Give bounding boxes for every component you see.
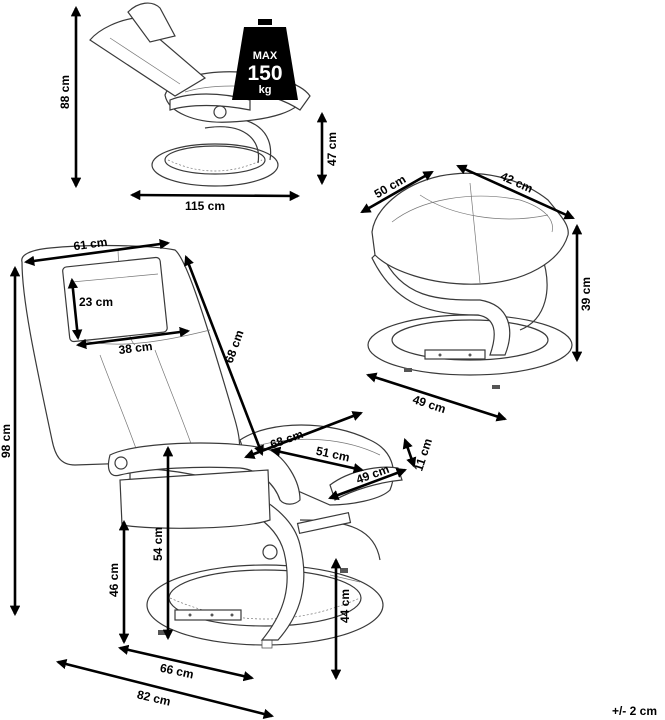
footstool-width-dimension-line <box>456 164 575 220</box>
weight-icon: MAX 150 kg <box>232 19 298 100</box>
seat-front-width-dimension-line <box>328 468 407 500</box>
weight-badge-value: 150 <box>247 62 282 85</box>
seat-width-inner-label: 51 cm <box>315 444 351 465</box>
weight-badge-unit: kg <box>259 84 272 96</box>
footstool-base-width-label: 49 cm <box>411 392 448 416</box>
footstool-base-width-dimension-line <box>366 372 507 422</box>
footstool-height-label: 39 cm <box>579 277 593 311</box>
footstool-drawing <box>367 172 573 389</box>
reclined-base-height-label: 47 cm <box>325 132 339 166</box>
armrest-height-label: 54 cm <box>151 527 165 561</box>
seat-height-label: 46 cm <box>107 563 121 597</box>
headrest-width-dimension-line <box>75 326 191 350</box>
total-width-dimension-line <box>55 658 275 720</box>
seat-depth-dimension-line <box>244 411 363 459</box>
armrest-thickness-label: 11 cm <box>411 437 435 473</box>
weight-badge-top: MAX <box>253 50 278 62</box>
footstool-depth-dimension-line <box>360 170 434 214</box>
reclined-depth-label: 115 cm <box>185 199 225 213</box>
reclined-height-label: 88 cm <box>58 75 72 109</box>
tolerance-note: +/- 2 cm <box>611 704 657 718</box>
seat-width-inner-dimension-line <box>269 446 365 474</box>
back-height-label: 68 cm <box>222 328 247 365</box>
headrest-width-label: 38 cm <box>118 339 153 357</box>
base-height-label: 44 cm <box>338 589 352 623</box>
reclined-depth-dimension-line <box>129 189 301 202</box>
armrest-thickness-dimension-line <box>402 438 417 468</box>
back-width-label: 61 cm <box>73 235 109 254</box>
total-height-label: 98 cm <box>0 424 13 458</box>
headrest-height-label: 23 cm <box>79 295 113 309</box>
back-width-dimension-line <box>23 238 171 267</box>
reclined-chair-drawing <box>89 2 311 187</box>
